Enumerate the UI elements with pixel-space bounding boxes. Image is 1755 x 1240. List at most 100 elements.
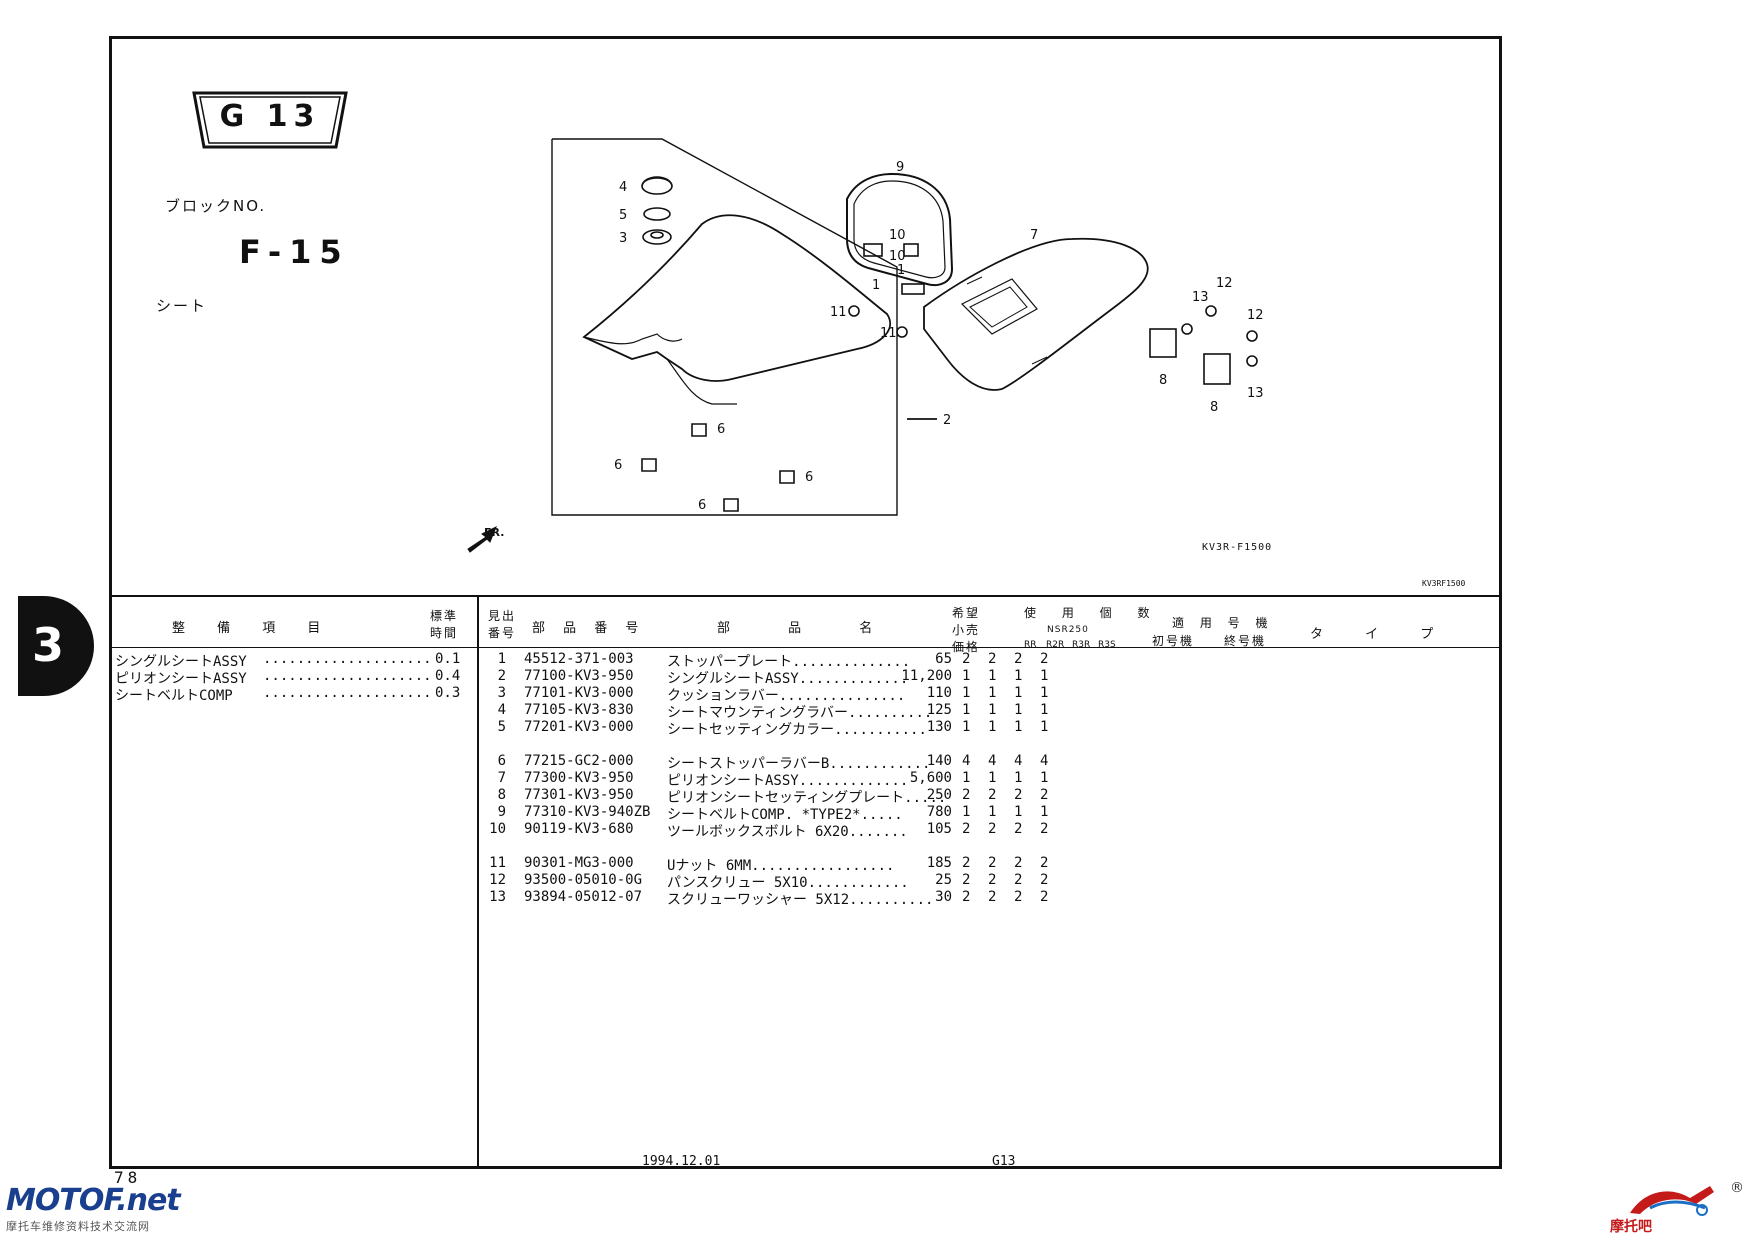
single-seat-assembly-group [551,138,937,516]
part-ref-no: 6 [497,753,506,769]
part-qty: 1 [1040,719,1049,735]
part-price: 130 [926,719,952,735]
part-qty: 1 [1040,685,1049,701]
part-qty: 1 [988,668,997,684]
setting-collar-icon [643,207,671,221]
header-model: NSR250 [1047,625,1089,635]
part-qty: 2 [962,855,971,871]
callout-4: 4 [619,180,627,195]
table-top-rule [112,595,1499,597]
table-divider [477,595,479,1166]
labor-item-leader: .................... [263,668,432,684]
part-qty: 2 [1014,872,1023,888]
part-ref-no: 11 [489,855,506,871]
part-qty: 2 [1014,855,1023,871]
screw-washer-icon [1181,323,1193,335]
stopper-rubber-icon [691,423,707,437]
part-number: 90119-KV3-680 [524,821,634,837]
group-code: G 13 [219,99,321,134]
part-qty: 2 [1040,821,1049,837]
part-qty: 1 [1014,804,1023,820]
part-number: 93500-05010-0G [524,872,643,888]
part-ref-no: 12 [489,872,506,888]
part-price: 105 [926,821,952,837]
figure-code: KV3R-F1500 [1202,542,1273,553]
callout-2: 2 [943,413,951,428]
callout-12: 12 [1216,276,1233,291]
callout-labels: 4 5 3 6 6 6 6 2 9 10 10 1 1 11 11 7 13 1… [484,160,1264,539]
part-qty: 1 [1040,770,1049,786]
part-qty: 2 [1040,651,1049,667]
part-qty: 2 [1014,889,1023,905]
callout-9: 9 [896,160,904,175]
part-number: 90301-MG3-000 [524,855,634,871]
part-number: 77201-KV3-000 [524,719,634,735]
part-qty: 1 [962,770,971,786]
nut-icon [848,305,860,317]
callout-1: 1 [897,263,905,278]
part-qty: 2 [962,787,971,803]
part-qty: 2 [988,872,997,888]
labor-item-time: 0.4 [435,668,461,684]
belt-bracket-icon [901,283,925,295]
part-price: 140 [926,753,952,769]
part-qty: 2 [1040,855,1049,871]
header-variant-2: R2R [1046,640,1065,650]
part-price: 25 [935,872,952,888]
labor-item-leader: .................... [263,651,432,667]
part-ref-no: 3 [497,685,506,701]
part-qty: 1 [1040,668,1049,684]
callout-11: 11 [880,326,897,341]
stopper-rubber-icon [723,498,739,512]
block-number: F-15 [239,233,350,271]
pan-screw-icon [1246,330,1258,342]
part-qty: 2 [962,821,971,837]
setting-plate-icon [1203,353,1231,385]
part-name: Uナット 6MM................. [667,858,895,874]
section-name: シート [156,297,208,315]
header-usage-qty: 使 用 個 数 [1024,606,1152,620]
part-number: 77101-KV3-000 [524,685,634,701]
callout-8: 8 [1210,400,1218,415]
part-ref-no: 4 [497,702,506,718]
part-qty: 2 [988,651,997,667]
part-price: 11,200 [901,668,952,684]
part-name: シートストッパーラバーB............ [667,756,931,772]
header-part-name: 部 品 名 [717,621,875,636]
part-qty: 1 [988,804,997,820]
exploded-parts-diagram: 4 5 3 6 6 6 6 2 9 10 10 1 1 11 11 7 13 1… [467,138,1264,553]
part-qty: 1 [1014,685,1023,701]
parts-row: 11 90301-MG3-000 Uナット 6MM.................… [482,855,1122,874]
part-number: 77310-KV3-940ZB [524,804,651,820]
part-name: ストッパープレート.............. [667,654,911,670]
part-name: クッションラバー............... [667,688,906,704]
part-qty: 1 [962,719,971,735]
part-qty: 1 [1040,702,1049,718]
issue-date: 1994.12.01 [642,1154,721,1169]
table-header-rule [112,647,1499,648]
bolt-icon [903,243,919,257]
callout-8: 8 [1159,373,1167,388]
header-standard-time-1: 標準 [430,609,459,623]
part-number: 77215-GC2-000 [524,753,634,769]
part-name: シートマウンティングラバー.......... [667,705,933,721]
header-variant-3: R3R [1072,640,1091,650]
header-applicable-model: 適 用 号 機 [1172,616,1270,630]
part-price: 185 [926,855,952,871]
header-variant-4: R3S [1098,640,1116,650]
callout-7: 7 [1030,228,1038,243]
section-tab-number: 3 [32,618,65,672]
cushion-rubber-icon [642,229,672,245]
part-qty: 1 [1040,804,1049,820]
page-code: G13 [992,1154,1016,1169]
screw-washer-icon [1246,355,1258,367]
part-qty: 1 [1014,702,1023,718]
part-qty: 1 [988,685,997,701]
header-ref-no-1: 見出 [488,609,517,623]
diagram-area: G 13 ブロックNO. F-15 シート [112,39,1499,595]
front-marker: FR. [484,526,504,539]
